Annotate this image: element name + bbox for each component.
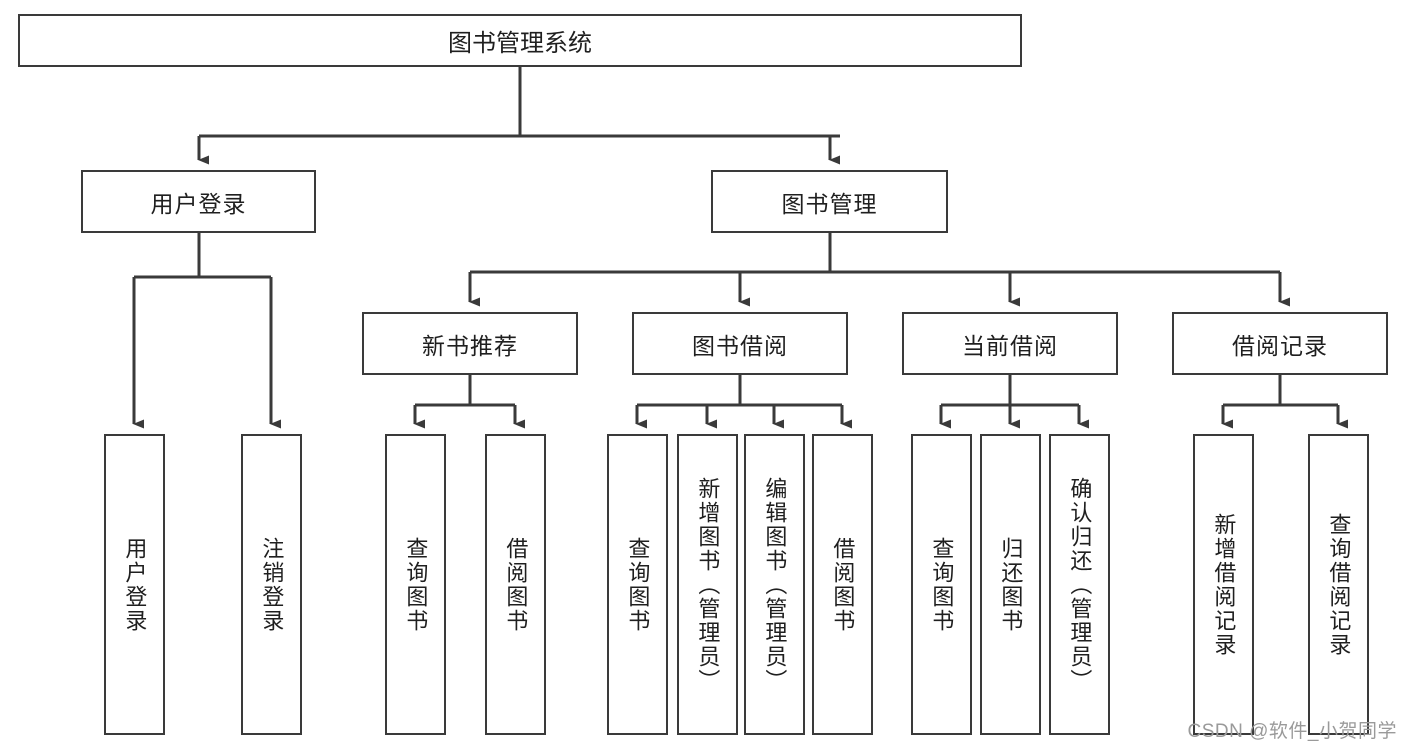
leaf-label: 借阅图书 (830, 536, 856, 633)
leaf-label: 新增借阅记录 (1211, 512, 1237, 657)
leaf-borrow-query-book[interactable]: 查询图书 (607, 434, 668, 735)
leaf-label: 用户登录 (122, 536, 148, 633)
leaf-label: 注销登录 (259, 536, 285, 633)
node-borrow-record[interactable]: 借阅记录 (1172, 312, 1388, 375)
node-current-borrow-label: 当前借阅 (962, 332, 1058, 359)
node-user-login-label: 用户登录 (150, 190, 247, 217)
leaf-current-confirm-return-admin[interactable]: 确认归还（管理员） (1049, 434, 1110, 735)
leaf-label: 新增图书（管理员） (695, 476, 721, 693)
leaf-borrow-edit-book-admin[interactable]: 编辑图书（管理员） (744, 434, 805, 735)
leaf-borrow-add-book-admin[interactable]: 新增图书（管理员） (677, 434, 738, 735)
leaf-current-return-book[interactable]: 归还图书 (980, 434, 1041, 735)
leaf-label: 归还图书 (998, 536, 1024, 633)
leaf-label: 编辑图书（管理员） (762, 476, 788, 693)
leaf-user-login-logout[interactable]: 注销登录 (241, 434, 302, 735)
leaf-record-query-record[interactable]: 查询借阅记录 (1308, 434, 1369, 735)
leaf-label: 查询借阅记录 (1326, 512, 1352, 657)
leaf-new-book-query[interactable]: 查询图书 (385, 434, 446, 735)
node-root-system[interactable]: 图书管理系统 (18, 14, 1022, 67)
leaf-borrow-borrow-book[interactable]: 借阅图书 (812, 434, 873, 735)
leaf-record-add-record[interactable]: 新增借阅记录 (1193, 434, 1254, 735)
leaf-new-book-borrow[interactable]: 借阅图书 (485, 434, 546, 735)
node-book-management[interactable]: 图书管理 (711, 170, 948, 233)
leaf-label: 确认归还（管理员） (1067, 476, 1093, 693)
node-root-label: 图书管理系统 (448, 30, 592, 57)
node-current-borrow[interactable]: 当前借阅 (902, 312, 1118, 375)
node-book-borrow[interactable]: 图书借阅 (632, 312, 848, 375)
csdn-watermark: CSDN @软件_小贺同学 (1188, 716, 1397, 743)
node-new-book-recommend-label: 新书推荐 (422, 332, 518, 359)
leaf-label: 查询图书 (929, 536, 955, 633)
leaf-label: 查询图书 (625, 536, 651, 633)
node-book-borrow-label: 图书借阅 (692, 332, 788, 359)
leaf-current-query-book[interactable]: 查询图书 (911, 434, 972, 735)
node-user-login[interactable]: 用户登录 (81, 170, 316, 233)
leaf-user-login-login[interactable]: 用户登录 (104, 434, 165, 735)
watermark-text: CSDN @软件_小贺同学 (1187, 721, 1397, 742)
leaf-label: 借阅图书 (503, 536, 529, 633)
leaf-label: 查询图书 (403, 536, 429, 633)
node-new-book-recommend[interactable]: 新书推荐 (362, 312, 578, 375)
node-borrow-record-label: 借阅记录 (1232, 332, 1328, 359)
node-book-management-label: 图书管理 (781, 190, 878, 217)
